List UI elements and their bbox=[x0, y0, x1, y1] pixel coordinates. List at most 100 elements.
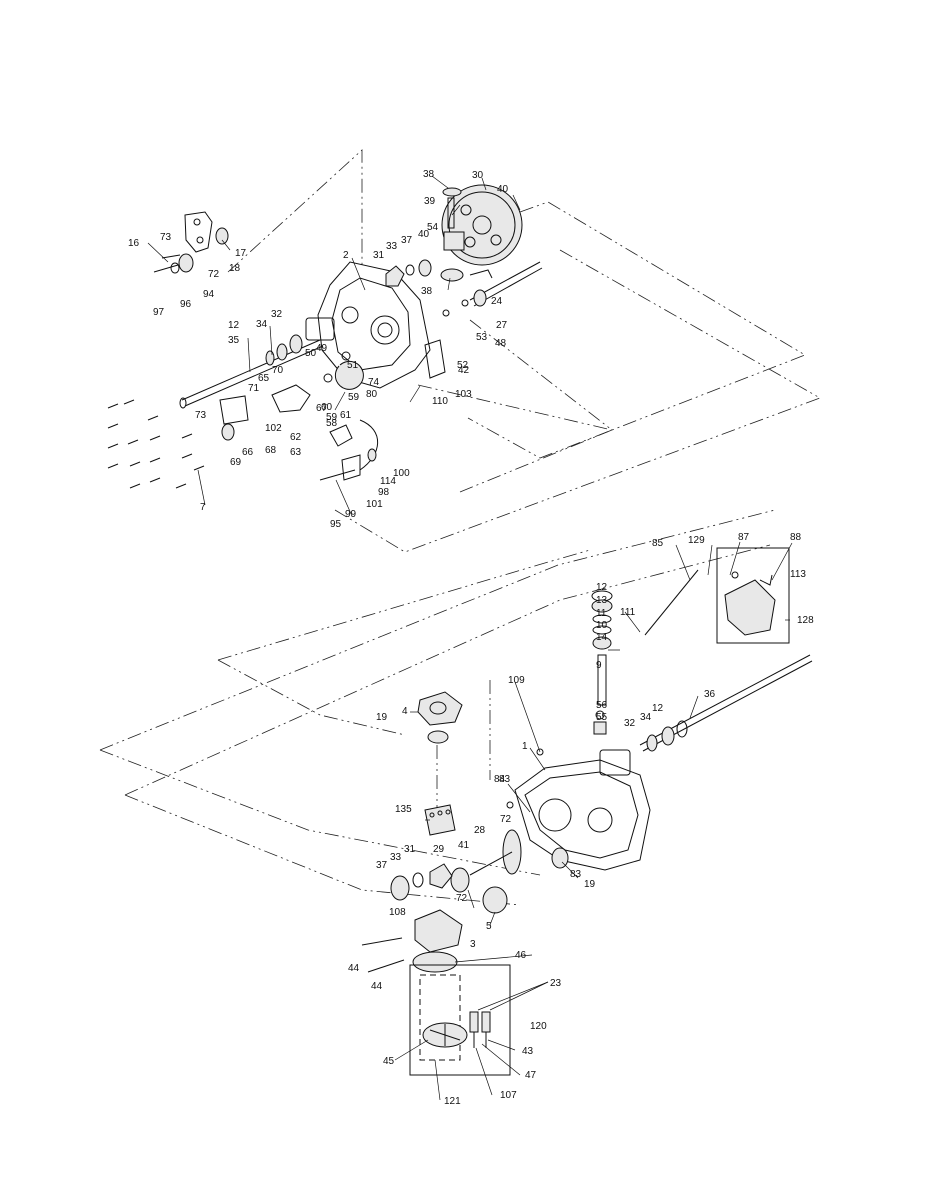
callout-23: 23 bbox=[550, 978, 562, 989]
callout-129: 129 bbox=[688, 535, 705, 546]
callout-68: 68 bbox=[265, 445, 277, 456]
callout-14: 14 bbox=[596, 632, 608, 643]
callout-59: 59 bbox=[348, 392, 360, 403]
housing-lower bbox=[514, 749, 651, 871]
callout-46: 46 bbox=[515, 950, 527, 961]
callout-48: 48 bbox=[495, 338, 507, 349]
callout-11: 11 bbox=[596, 608, 607, 619]
callout-4: 4 bbox=[402, 706, 408, 717]
axle-35 bbox=[179, 334, 324, 409]
callout-114: 114 bbox=[380, 476, 396, 487]
callout-99: 99 bbox=[345, 509, 357, 520]
callout-30: 30 bbox=[472, 170, 484, 181]
callout-38: 38 bbox=[421, 286, 433, 297]
callout-50: 50 bbox=[305, 348, 317, 359]
callout-32: 32 bbox=[624, 718, 636, 729]
callout-58: 58 bbox=[326, 418, 338, 429]
callout-101: 101 bbox=[366, 499, 383, 510]
callout-44: 44 bbox=[371, 981, 383, 992]
callout-12: 12 bbox=[652, 703, 664, 714]
callout-34: 34 bbox=[640, 712, 652, 723]
callout-7: 7 bbox=[200, 502, 206, 513]
callout-113: 113 bbox=[790, 569, 806, 580]
callout-84: 84 bbox=[494, 774, 506, 785]
callout-33: 33 bbox=[386, 241, 398, 252]
callout-110: 110 bbox=[432, 396, 448, 407]
callout-103: 103 bbox=[455, 389, 472, 400]
callout-27: 27 bbox=[496, 320, 508, 331]
callout-72: 72 bbox=[500, 814, 512, 825]
callouts: 38 30 40 39 54 37 40 33 31 2 38 24 27 53… bbox=[128, 169, 814, 1107]
callout-13: 13 bbox=[596, 595, 608, 606]
callout-70: 70 bbox=[272, 365, 284, 376]
callout-97: 97 bbox=[153, 307, 165, 318]
callout-98: 98 bbox=[378, 487, 390, 498]
callout-59: 59 bbox=[326, 412, 338, 423]
callout-31: 31 bbox=[404, 844, 416, 855]
callout-56: 56 bbox=[596, 700, 608, 711]
callout-109: 109 bbox=[508, 675, 525, 686]
callout-47: 47 bbox=[525, 1070, 537, 1081]
callout-73: 73 bbox=[160, 232, 172, 243]
callout-80: 80 bbox=[366, 389, 378, 400]
callout-1: 1 bbox=[522, 741, 528, 752]
callout-39: 39 bbox=[424, 196, 436, 207]
callout-33: 33 bbox=[390, 852, 402, 863]
callout-45: 45 bbox=[383, 1056, 395, 1067]
callout-88: 88 bbox=[790, 532, 802, 543]
callout-53: 53 bbox=[476, 332, 488, 343]
callout-69: 69 bbox=[230, 457, 242, 468]
upper-assembly bbox=[107, 184, 543, 489]
callout-71: 71 bbox=[248, 383, 260, 394]
callout-52: 52 bbox=[457, 360, 469, 371]
callout-95: 95 bbox=[330, 519, 342, 530]
callout-10: 10 bbox=[596, 620, 608, 631]
callout-108: 108 bbox=[389, 907, 406, 918]
callout-100: 100 bbox=[393, 468, 410, 479]
callout-72: 72 bbox=[208, 269, 220, 280]
callout-40: 40 bbox=[418, 229, 430, 240]
callout-17: 17 bbox=[235, 248, 247, 259]
callout-94: 94 bbox=[203, 289, 215, 300]
callout-40: 40 bbox=[497, 184, 509, 195]
lower-assembly bbox=[361, 547, 813, 1076]
callout-18: 18 bbox=[229, 263, 241, 274]
callout-24: 24 bbox=[491, 296, 503, 307]
callout-37: 37 bbox=[401, 235, 413, 246]
brake-bracket bbox=[153, 211, 229, 274]
callout-121: 121 bbox=[444, 1096, 461, 1107]
callout-43: 43 bbox=[522, 1046, 534, 1057]
housing-upper bbox=[305, 261, 431, 389]
callout-44: 44 bbox=[348, 963, 360, 974]
callout-83: 83 bbox=[499, 774, 511, 785]
callout-135: 135 bbox=[395, 804, 412, 815]
callout-5: 5 bbox=[486, 921, 492, 932]
callout-83: 83 bbox=[570, 869, 582, 880]
callout-3: 3 bbox=[470, 939, 476, 950]
callout-19: 19 bbox=[584, 879, 596, 890]
callout-54: 54 bbox=[427, 222, 439, 233]
callout-61: 61 bbox=[340, 410, 352, 421]
assembly-guide-lines bbox=[99, 149, 821, 906]
callout-102: 102 bbox=[265, 423, 282, 434]
callout-65: 65 bbox=[258, 373, 270, 384]
callout-73: 73 bbox=[195, 410, 207, 421]
callout-29: 29 bbox=[433, 844, 445, 855]
callout-34: 34 bbox=[256, 319, 268, 330]
callout-16: 16 bbox=[128, 238, 140, 249]
bolt-set bbox=[107, 399, 205, 489]
callout-19: 19 bbox=[376, 712, 388, 723]
callout-107: 107 bbox=[500, 1090, 517, 1101]
callout-63: 63 bbox=[290, 447, 302, 458]
callout-35: 35 bbox=[228, 335, 240, 346]
callout-60: 60 bbox=[321, 402, 333, 413]
callout-49: 49 bbox=[316, 343, 328, 354]
callout-12: 12 bbox=[228, 320, 240, 331]
callout-55: 55 bbox=[596, 712, 608, 723]
callout-2: 2 bbox=[343, 250, 349, 261]
callout-51: 51 bbox=[347, 360, 359, 371]
callout-128: 128 bbox=[797, 615, 814, 626]
callout-111: 111 bbox=[620, 607, 636, 618]
callout-12: 12 bbox=[596, 582, 608, 593]
callout-120: 120 bbox=[530, 1021, 547, 1032]
